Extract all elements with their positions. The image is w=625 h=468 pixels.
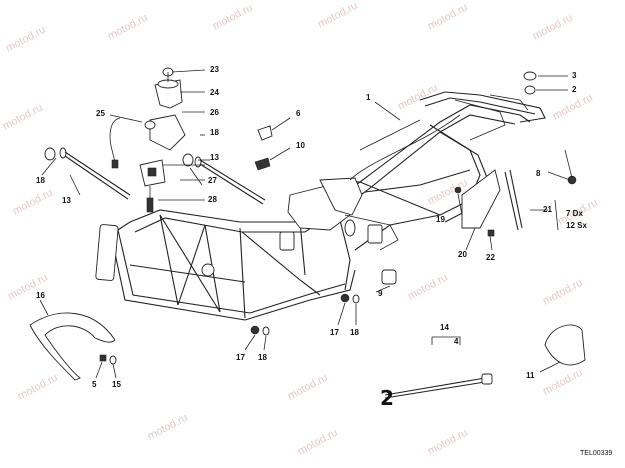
mount-bolts — [254, 125, 273, 171]
cable-part — [349, 114, 461, 181]
side-cover — [454, 169, 523, 237]
watermark-text: motod.ru — [146, 412, 190, 443]
callout-25: 25 — [96, 109, 105, 118]
callout-24: 24 — [210, 88, 219, 97]
caps — [523, 71, 577, 185]
callout-2: 2 — [572, 85, 577, 94]
callout-23: 23 — [210, 65, 219, 74]
callout-27: 27 — [208, 176, 217, 185]
watermark-text: motod.ru — [396, 82, 440, 113]
drawing-reference: TEL00339 — [580, 450, 612, 457]
callout-9: 9 — [378, 289, 383, 298]
callout-13: 13 — [62, 196, 71, 205]
callout-18: 18 — [36, 176, 45, 185]
callout-16: 16 — [36, 291, 45, 300]
heat-shield — [544, 324, 586, 366]
handwritten-number: 2 — [380, 386, 394, 410]
watermark-text: motod.ru — [16, 372, 60, 403]
callout-10: 10 — [296, 141, 305, 150]
watermark-text: motod.ru — [426, 427, 470, 458]
watermark-text: motod.ru — [286, 372, 330, 403]
watermark-text: motod.ru — [11, 187, 55, 218]
callout-18: 18 — [258, 353, 267, 362]
callout-5: 5 — [92, 380, 97, 389]
watermark-text: motod.ru — [426, 2, 470, 33]
callout-12-sx: 12 Sx — [566, 221, 587, 230]
watermark-text: motod.ru — [541, 277, 585, 308]
watermark-text: motod.ru — [296, 427, 340, 458]
lower-bolts — [250, 293, 360, 336]
watermark-text: motod.ru — [1, 102, 45, 133]
bushing — [381, 269, 397, 285]
callout-14: 14 — [440, 323, 449, 332]
callout-11: 11 — [526, 371, 535, 380]
callout-15: 15 — [112, 380, 121, 389]
watermark-text: motod.ru — [406, 272, 450, 303]
front-fender — [29, 312, 117, 381]
watermark-text: motod.ru — [106, 12, 150, 43]
leader-lines — [39, 69, 571, 379]
callout-6: 6 — [296, 109, 301, 118]
watermark-text: motod.ru — [316, 0, 360, 31]
callout-18: 18 — [350, 328, 359, 337]
watermark-text: motod.ru — [211, 2, 255, 33]
watermark-text: motod.ru — [541, 367, 585, 398]
callout-7-dx: 7 Dx — [566, 209, 583, 218]
callout-21: 21 — [543, 205, 552, 214]
callout-17: 17 — [236, 353, 245, 362]
main-frame — [95, 91, 546, 321]
callout-17: 17 — [330, 328, 339, 337]
callout-26: 26 — [210, 108, 219, 117]
callout-13: 13 — [210, 153, 219, 162]
callout-18: 18 — [210, 128, 219, 137]
callout-1: 1 — [366, 93, 371, 102]
steering-damper-parts — [109, 67, 186, 169]
callout-8: 8 — [536, 169, 541, 178]
callout-4: 4 — [454, 337, 459, 346]
callout-19: 19 — [436, 215, 445, 224]
watermark-text: motod.ru — [4, 24, 48, 55]
callout-22: 22 — [486, 253, 495, 262]
bolt-left — [44, 147, 131, 200]
pivot-axle — [384, 336, 493, 399]
callout-3: 3 — [572, 71, 577, 80]
watermark-text: motod.ru — [551, 92, 595, 123]
bolt-right — [182, 153, 266, 205]
callout-labels: 23 24 25 26 18 13 27 28 6 10 1 3 2 8 21 … — [36, 65, 587, 389]
callout-20: 20 — [458, 250, 467, 259]
callout-28: 28 — [208, 195, 217, 204]
steering-lock — [139, 159, 166, 213]
watermark-text: motod.ru — [531, 12, 575, 43]
